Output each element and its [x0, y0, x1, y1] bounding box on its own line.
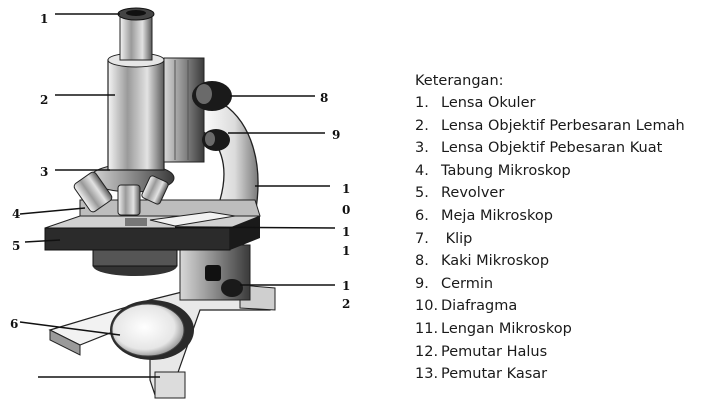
callout-number: 1	[342, 225, 350, 239]
legend-item-number: 13.	[415, 366, 439, 383]
legend-item-number: 5.	[415, 185, 429, 202]
mirror	[110, 300, 194, 360]
legend: Keterangan: 1. Lensa Okuler 2. Lensa Objek…	[415, 70, 707, 386]
small-knob	[221, 279, 243, 297]
revolver	[73, 163, 175, 216]
legend-item: 1. Lensa Okuler	[415, 92, 707, 115]
legend-item: 9. Cermin	[415, 273, 707, 296]
microscope-tube	[107, 7, 205, 171]
legend-item: 5. Revolver	[415, 182, 707, 205]
leader-line	[24, 239, 61, 243]
callout-number: 2	[40, 93, 48, 107]
legend-item: 13.Pemutar Kasar	[415, 363, 707, 386]
legend-item: 7. Klip	[415, 228, 707, 251]
legend-item: 2. Lensa Objektif Perbesaran Lemah	[415, 115, 707, 138]
callout-number: 4	[12, 207, 20, 221]
legend-item-number: 7.	[415, 230, 429, 247]
legend-item-label: Klip	[441, 230, 473, 247]
callout-number: 8	[320, 91, 328, 105]
legend-item: 3. Lensa Objektif Pebesaran Kuat	[415, 137, 707, 160]
legend-title: Keterangan:	[415, 73, 504, 89]
legend-item-number: 12.	[415, 343, 439, 360]
legend-item-number: 1.	[415, 95, 429, 111]
microscope-stage	[44, 199, 261, 251]
legend-item-label: Tabung Mikroskop	[441, 162, 571, 179]
legend-item-number: 11.	[415, 320, 439, 337]
leader-line	[19, 207, 86, 215]
callout-number: 9	[332, 128, 340, 142]
legend-item: 12.Pemutar Halus	[415, 341, 707, 364]
legend-item: 8. Kaki Mikroskop	[415, 250, 707, 273]
legend-item: 4. Tabung Mikroskop	[415, 160, 707, 183]
callout-number: 6	[10, 317, 18, 331]
legend-item: 10.Diafragma	[415, 295, 707, 318]
legend-item-label: Cermin	[441, 275, 494, 292]
legend-item-number: 10.	[415, 298, 439, 315]
callout-number: 1	[342, 279, 350, 293]
callout-number: 1	[342, 182, 350, 196]
legend-item-label: Lensa Objektif Pebesaran Kuat	[441, 140, 663, 157]
legend-item-number: 3.	[415, 140, 429, 157]
callout-number: 2	[342, 297, 350, 311]
callout-number: 5	[12, 239, 20, 253]
legend-item-label: Kaki Mikroskop	[441, 253, 550, 270]
legend-item-number: 8.	[415, 253, 429, 270]
callout-number: 3	[40, 165, 48, 179]
legend-item-number: 6.	[415, 207, 429, 224]
callout-number: 0	[342, 203, 350, 217]
legend-item-label: Pemutar Halus	[441, 343, 548, 360]
legend-item-label: Lensa Okuler	[441, 95, 536, 111]
legend-item-label: Pemutar Kasar	[441, 366, 548, 383]
legend-item: 6. Meja Mikroskop	[415, 205, 707, 228]
callout-number: 1	[342, 244, 350, 258]
legend-item-label: Lensa Objektif Perbesaran Lemah	[441, 117, 685, 134]
legend-item-label: Meja Mikroskop	[441, 207, 553, 224]
legend-item-number: 2.	[415, 117, 429, 134]
leader-line	[174, 226, 336, 229]
callout-number: 1	[40, 12, 48, 26]
leader-line	[19, 321, 121, 336]
legend-item-number: 4.	[415, 162, 429, 179]
coarse-adjustment-knob	[192, 81, 232, 111]
legend-item: 11.Lengan Mikroskop	[415, 318, 707, 341]
legend-item-label: Diafragma	[441, 298, 518, 315]
legend-item-label: Lengan Mikroskop	[441, 320, 572, 337]
diaphragm	[92, 249, 178, 276]
legend-item-number: 9.	[415, 275, 429, 292]
fine-adjustment-knob	[202, 129, 230, 151]
legend-item-label: Revolver	[441, 185, 505, 202]
